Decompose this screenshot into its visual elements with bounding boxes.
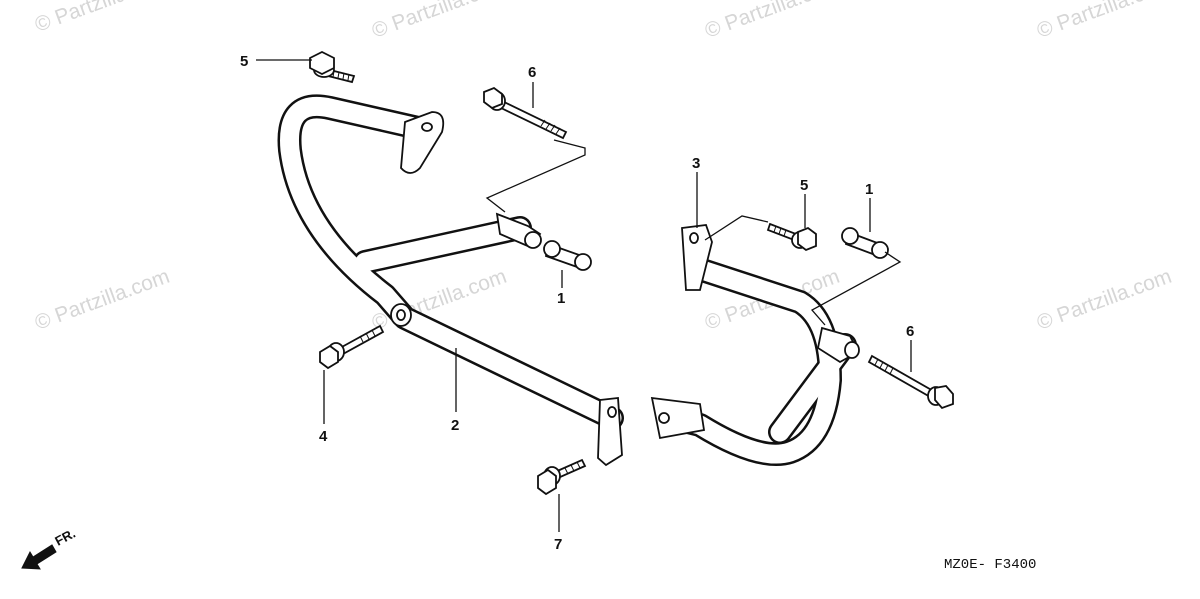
flange-bolt-5-right [766, 222, 817, 252]
front-direction-indicator: FR. [21, 526, 78, 570]
callout-leaders [256, 59, 912, 532]
arrow-icon [21, 544, 57, 570]
engine-guard-right [650, 224, 860, 467]
bottom-bracket [650, 396, 706, 440]
flange-bolt-5-left [309, 50, 356, 84]
callouts: 5 6 1 2 4 7 3 5 1 6 [240, 53, 914, 553]
engine-guard-left [277, 94, 624, 467]
assembly-lines [485, 139, 902, 326]
callout-1: 1 [557, 290, 565, 307]
callout-1: 1 [865, 181, 873, 198]
watermark: © Partzilla.com [32, 265, 173, 335]
watermark: © Partzilla.com [1034, 0, 1175, 43]
bolt-hole [421, 122, 433, 132]
flange-bolt-6-left [483, 86, 568, 140]
callout-6: 6 [906, 323, 914, 340]
collar-left [543, 240, 592, 271]
callout-4: 4 [319, 428, 328, 445]
diagram-code: MZ0E- F3400 [944, 557, 1036, 573]
flange-bolt-4 [319, 324, 385, 370]
callout-5: 5 [240, 53, 248, 70]
callout-6: 6 [528, 64, 536, 81]
watermark: © Partzilla.com [369, 0, 510, 43]
callout-7: 7 [554, 536, 562, 553]
flange-bolt-6-right [867, 354, 954, 410]
watermark: © Partzilla.com [702, 0, 843, 43]
fr-label: FR. [52, 526, 78, 549]
mount-tab [400, 111, 445, 174]
callout-2: 2 [451, 417, 459, 434]
callout-3: 3 [692, 155, 700, 172]
watermark: © Partzilla.com [32, 0, 173, 37]
flange-bolt-7 [537, 458, 587, 496]
mount-tab [681, 224, 713, 291]
watermark: © Partzilla.com [1034, 265, 1175, 335]
collar-right [841, 227, 889, 259]
watermark-layer: © Partzilla.com © Partzilla.com © Partzi… [32, 0, 1175, 335]
callout-5: 5 [800, 177, 808, 194]
